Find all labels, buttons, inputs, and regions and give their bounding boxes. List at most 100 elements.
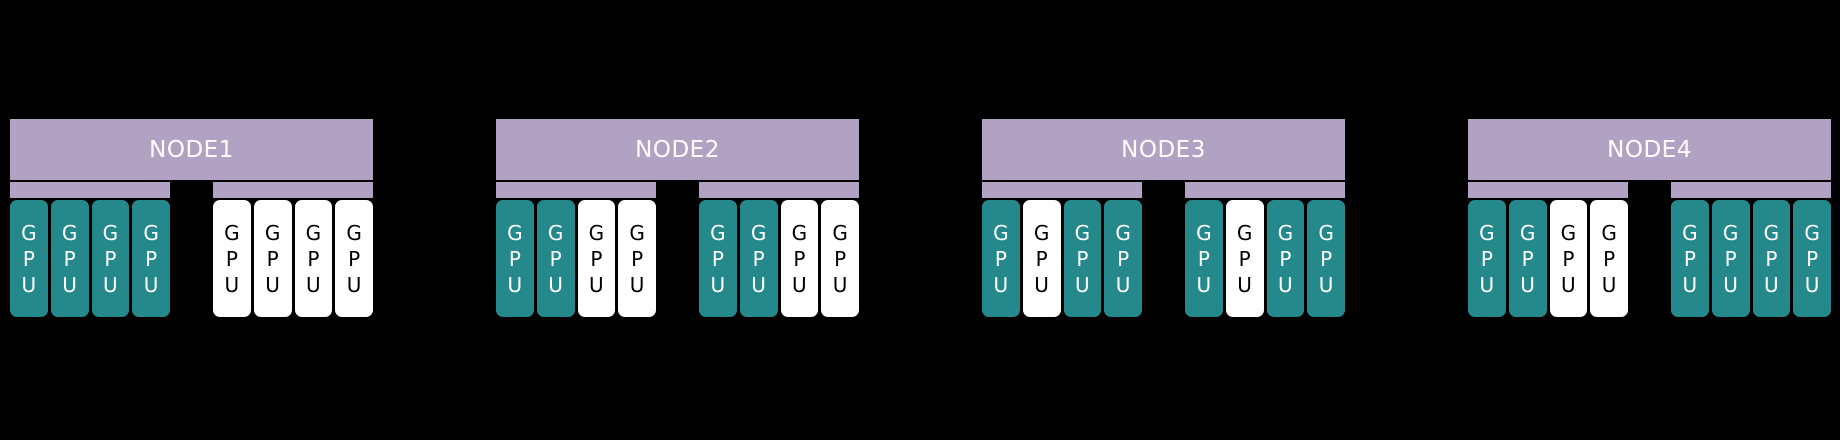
node-header: NODE3 (982, 119, 1345, 180)
node-card: NODE1 G P U G P U G P U G P U G P U G P U G P U… (10, 119, 373, 317)
gpu-card: G P U (1711, 200, 1750, 317)
gpu-card: G P U (1185, 200, 1223, 317)
gpu-card: G P U (1266, 200, 1305, 317)
switch-bar (496, 182, 656, 198)
gpu-card: G P U (1508, 200, 1547, 317)
gpu-label: G P U (21, 220, 37, 297)
switch-bar (1468, 182, 1628, 198)
gpu-card: G P U (1468, 200, 1506, 317)
gpu-label: G P U (61, 220, 78, 297)
gpu-card: G P U (132, 200, 170, 317)
switch-bar (1671, 182, 1831, 198)
switch-bar (213, 182, 373, 198)
gpu-card: G P U (1022, 200, 1061, 317)
gpu-label: G P U (1560, 220, 1577, 297)
gpu-card: G P U (253, 200, 292, 317)
gpu-card: G P U (1225, 200, 1264, 317)
gpu-label: G P U (1763, 220, 1780, 297)
node-card: NODE2 G P U G P U G P U G P U G P U G P U G P U… (496, 119, 859, 317)
node-header: NODE1 (10, 119, 373, 180)
switch-bar (1185, 182, 1345, 198)
gpu-label: G P U (832, 220, 848, 297)
node-header: NODE2 (496, 119, 859, 180)
gpu-label: G P U (1601, 220, 1617, 297)
gpu-card: G P U (1752, 200, 1791, 317)
gpu-label: G P U (1804, 220, 1820, 297)
gpu-card: G P U (10, 200, 48, 317)
gpu-label: G P U (507, 220, 523, 297)
node-label: NODE2 (635, 136, 720, 163)
gpu-card: G P U (699, 200, 737, 317)
gpu-card: G P U (821, 200, 859, 317)
gpu-label: G P U (791, 220, 808, 297)
switch-bar (982, 182, 1142, 198)
gpu-card: G P U (496, 200, 534, 317)
gpu-label: G P U (547, 220, 564, 297)
gpu-label: G P U (1277, 220, 1294, 297)
gpu-card: G P U (1793, 200, 1831, 317)
gpu-card: G P U (780, 200, 819, 317)
gpu-label: G P U (1074, 220, 1091, 297)
node-label: NODE4 (1607, 136, 1692, 163)
gpu-card: G P U (536, 200, 575, 317)
gpu-label: G P U (1236, 220, 1253, 297)
gpu-label: G P U (1196, 220, 1212, 297)
gpu-card: G P U (91, 200, 130, 317)
gpu-topology-diagram: NODE1 G P U G P U G P U G P U G P U G P U G P U… (10, 119, 1831, 317)
gpu-card: G P U (50, 200, 89, 317)
gpu-label: G P U (346, 220, 362, 297)
gpu-label: G P U (629, 220, 645, 297)
gpu-label: G P U (1682, 220, 1698, 297)
gpu-label: G P U (1318, 220, 1334, 297)
gpu-card: G P U (335, 200, 373, 317)
gpu-label: G P U (224, 220, 240, 297)
switch-bar (10, 182, 170, 198)
gpu-card: G P U (1590, 200, 1628, 317)
gpu-label: G P U (588, 220, 605, 297)
gpu-label: G P U (1033, 220, 1050, 297)
gpu-card: G P U (982, 200, 1020, 317)
gpu-label: G P U (1722, 220, 1739, 297)
gpu-card: G P U (618, 200, 656, 317)
node-label: NODE3 (1121, 136, 1206, 163)
gpu-card: G P U (577, 200, 616, 317)
gpu-card: G P U (294, 200, 333, 317)
gpu-card: G P U (1671, 200, 1709, 317)
gpu-card: G P U (1104, 200, 1142, 317)
gpu-card: G P U (1307, 200, 1345, 317)
gpu-label: G P U (143, 220, 159, 297)
gpu-card: G P U (1549, 200, 1588, 317)
gpu-label: G P U (1479, 220, 1495, 297)
node-label: NODE1 (149, 136, 234, 163)
gpu-label: G P U (1115, 220, 1131, 297)
gpu-label: G P U (102, 220, 119, 297)
gpu-label: G P U (750, 220, 767, 297)
switch-bar (699, 182, 859, 198)
node-header: NODE4 (1468, 119, 1831, 180)
gpu-card: G P U (1063, 200, 1102, 317)
gpu-label: G P U (305, 220, 322, 297)
gpu-label: G P U (993, 220, 1009, 297)
node-card: NODE4 G P U G P U G P U G P U G P U G P U G P U… (1468, 119, 1831, 317)
gpu-label: G P U (264, 220, 281, 297)
node-card: NODE3 G P U G P U G P U G P U G P U G P U G P U… (982, 119, 1345, 317)
gpu-label: G P U (710, 220, 726, 297)
